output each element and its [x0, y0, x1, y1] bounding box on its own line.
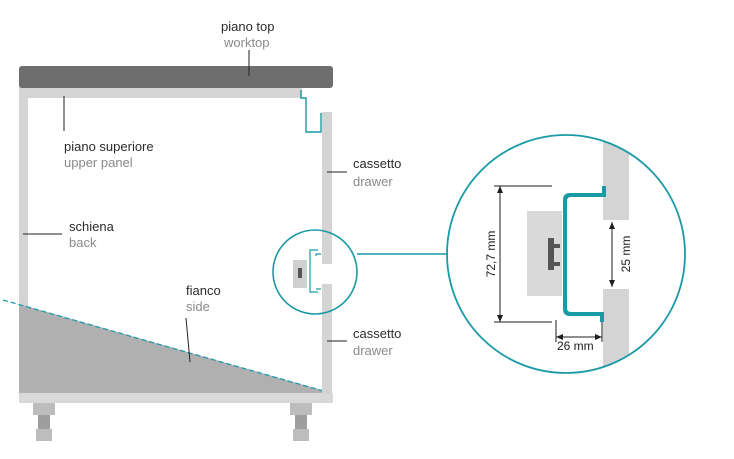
detail-rail — [527, 211, 562, 296]
middle-profile-body — [309, 249, 318, 293]
detail-rail-clip — [548, 238, 554, 270]
detail-content — [494, 135, 629, 373]
drawer-front-bottom — [322, 284, 332, 394]
large-detail-circle — [446, 134, 686, 374]
dim-gap-arrow-bottom — [609, 280, 615, 287]
detail-rail-clip-b — [554, 262, 560, 266]
detail-drawer-top — [603, 135, 629, 220]
label-back-it: schiena — [69, 219, 115, 234]
label-drawer-bottom-en: drawer — [353, 343, 393, 358]
side-panel — [19, 304, 332, 403]
detail-profile — [563, 186, 606, 322]
label-drawer-bottom-it: cassetto — [353, 326, 401, 341]
detail-rail-clip-a — [554, 244, 560, 248]
label-upper-panel-it: piano superiore — [64, 139, 154, 154]
dim-gap-label: 25 mm — [619, 236, 633, 273]
label-upper-panel-en: upper panel — [64, 155, 133, 170]
label-side-en: side — [186, 299, 210, 314]
dim-gap-arrow-top — [609, 222, 615, 229]
middle-rail-clip — [298, 268, 302, 278]
label-drawer-top-en: drawer — [353, 174, 393, 189]
dim-height-arrow-bottom — [497, 315, 503, 322]
drawer-front-top — [322, 112, 332, 264]
foot-left — [33, 403, 55, 415]
label-worktop-en: worktop — [223, 35, 270, 50]
label-drawer-top-it: cassetto — [353, 156, 401, 171]
dim-depth-arrow-left — [556, 334, 563, 340]
label-side-it: fianco — [186, 283, 221, 298]
upper-panel — [28, 88, 302, 98]
foot-left-base — [36, 429, 52, 441]
label-back-en: back — [69, 235, 97, 250]
dim-depth-arrow-right — [595, 334, 602, 340]
small-detail-circle — [272, 229, 358, 315]
middle-profile — [315, 253, 321, 290]
foot-left-stem — [38, 415, 50, 429]
leader-side — [185, 317, 191, 363]
worktop — [19, 66, 333, 88]
foot-right-stem — [295, 415, 307, 429]
dim-height-arrow-top — [497, 186, 503, 193]
dim-height-label: 72,7 mm — [484, 231, 498, 278]
dim-depth-label: 26 mm — [557, 339, 594, 353]
back-panel — [19, 85, 28, 403]
foot-right — [290, 403, 312, 415]
side-dashed-line — [2, 299, 335, 395]
top-profile — [300, 90, 322, 133]
label-worktop-it: piano top — [221, 19, 275, 34]
base-plinth — [19, 393, 333, 403]
foot-right-base — [293, 429, 309, 441]
